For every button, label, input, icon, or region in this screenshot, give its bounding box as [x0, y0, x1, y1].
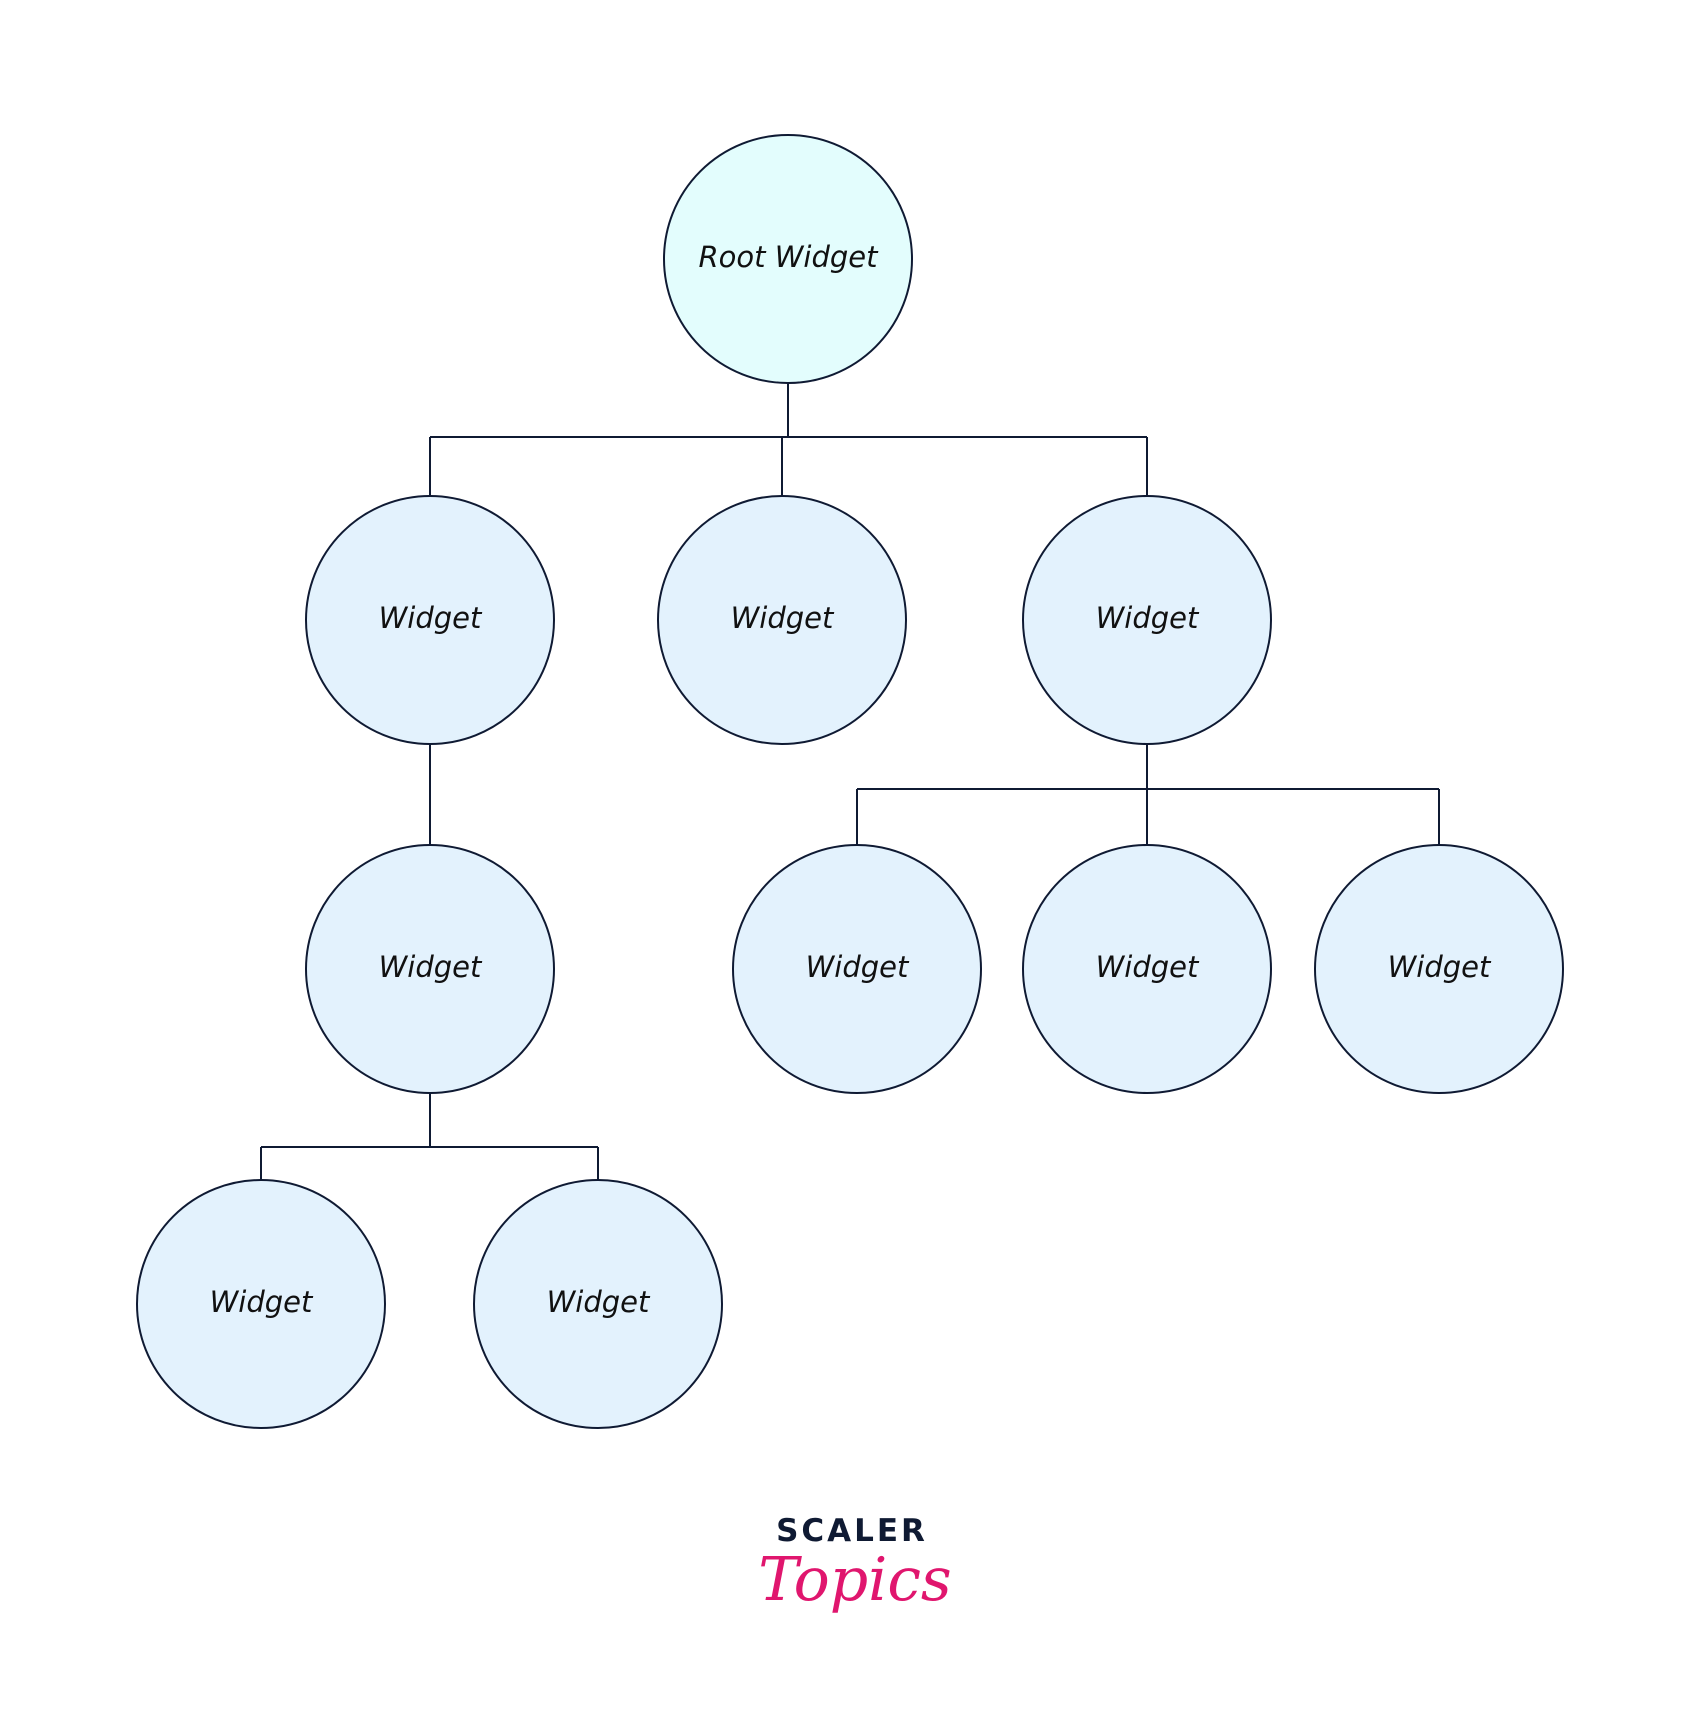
node-circle [657, 495, 907, 745]
connector-root-level1 [429, 383, 1148, 496]
widget-node: Widget [473, 1179, 723, 1429]
node-circle [1022, 844, 1272, 1094]
scaler-topics-logo: SCALER Topics [758, 1513, 951, 1615]
widget-node: Widget [305, 495, 555, 745]
node-circle [1022, 495, 1272, 745]
logo-topics-text: Topics [758, 1545, 951, 1615]
node-label: Widget [547, 1285, 651, 1319]
node-circle [305, 495, 555, 745]
node-label: Widget [210, 1285, 314, 1319]
node-label: Widget [731, 601, 835, 635]
node-label: Widget [1388, 950, 1492, 984]
root-widget-node: Root Widget [663, 134, 913, 384]
node-circle [473, 1179, 723, 1429]
node-label: Widget [806, 950, 910, 984]
connector-right-children [856, 744, 1440, 845]
node-circle [732, 844, 982, 1094]
widget-node: Widget [1022, 495, 1272, 745]
widget-node: Widget [732, 844, 982, 1094]
node-circle [136, 1179, 386, 1429]
node-label: Root Widget [699, 240, 880, 274]
widget-node: Widget [136, 1179, 386, 1429]
edges [260, 383, 1440, 1180]
node-circle [305, 844, 555, 1094]
node-label: Widget [1096, 601, 1200, 635]
node-circle [663, 134, 913, 384]
node-label: Widget [379, 601, 483, 635]
widget-node: Widget [1314, 844, 1564, 1094]
widget-node: Widget [305, 844, 555, 1094]
node-label: Widget [379, 950, 483, 984]
node-circle [1314, 844, 1564, 1094]
connector-left-grandchildren [260, 1093, 599, 1180]
widget-node: Widget [657, 495, 907, 745]
node-label: Widget [1096, 950, 1200, 984]
logo-scaler-text: SCALER [776, 1513, 928, 1549]
widget-node: Widget [1022, 844, 1272, 1094]
